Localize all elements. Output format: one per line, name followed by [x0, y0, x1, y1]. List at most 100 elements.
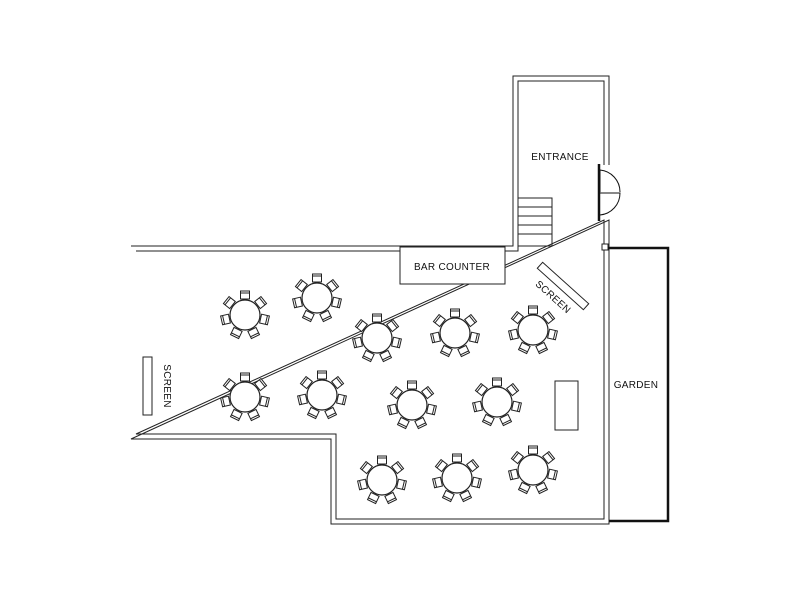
chair	[254, 295, 268, 310]
chair	[306, 406, 320, 420]
chair	[386, 318, 400, 333]
round-table	[352, 313, 402, 363]
chair	[459, 489, 473, 503]
round-table	[387, 380, 437, 430]
round-table	[292, 273, 342, 323]
table-top	[229, 299, 261, 331]
chair	[466, 458, 480, 473]
garden-area: GARDEN	[601, 243, 670, 523]
chair	[379, 349, 393, 363]
chair	[468, 331, 480, 344]
chair	[292, 296, 304, 309]
chair	[508, 468, 520, 481]
chair	[481, 413, 495, 427]
chair	[450, 308, 460, 318]
chair	[258, 313, 270, 326]
chair	[510, 450, 524, 465]
entrance-double-door[interactable]	[597, 164, 621, 221]
tables-group	[220, 273, 558, 505]
chair	[457, 344, 471, 358]
stairs	[517, 197, 553, 247]
chair	[387, 403, 399, 416]
chair	[357, 478, 369, 491]
round-table	[220, 372, 270, 422]
chair	[510, 310, 524, 325]
chair	[441, 489, 455, 503]
chair	[254, 377, 268, 392]
round-table	[357, 455, 407, 505]
table-top	[517, 454, 549, 486]
chair	[517, 341, 531, 355]
table-top	[229, 381, 261, 413]
chair	[294, 278, 308, 293]
chair	[542, 310, 556, 325]
chair	[528, 445, 538, 455]
chair	[247, 326, 261, 340]
garden-label: GARDEN	[614, 380, 659, 391]
round-table	[472, 377, 522, 427]
chair	[506, 382, 520, 397]
chair	[391, 460, 405, 475]
chair	[508, 328, 520, 341]
chair	[240, 290, 250, 300]
chair	[425, 403, 437, 416]
chair	[499, 413, 513, 427]
bar-counter: BAR COUNTER	[399, 246, 506, 285]
chair	[222, 377, 236, 392]
buffet-table	[554, 380, 579, 431]
chair	[229, 408, 243, 422]
chair	[301, 309, 315, 323]
chair	[470, 476, 482, 489]
chair	[390, 336, 402, 349]
round-table	[297, 370, 347, 420]
chair	[510, 400, 522, 413]
chair	[464, 313, 478, 328]
table-top	[517, 314, 549, 346]
chair	[432, 476, 444, 489]
chair	[335, 393, 347, 406]
chair	[359, 460, 373, 475]
chair	[324, 406, 338, 420]
chair	[229, 326, 243, 340]
chair	[384, 491, 398, 505]
chair	[312, 273, 322, 283]
chair	[330, 296, 342, 309]
chair	[492, 377, 502, 387]
chair	[414, 416, 428, 430]
chair	[352, 336, 364, 349]
chair	[528, 305, 538, 315]
chair	[535, 481, 549, 495]
chair	[407, 380, 417, 390]
chair	[317, 370, 327, 380]
round-table	[432, 453, 482, 503]
chair	[258, 395, 270, 408]
table-top	[441, 462, 473, 494]
chair	[240, 372, 250, 382]
chair	[377, 455, 387, 465]
screen-left-label: SCREEN	[161, 364, 172, 407]
table-top	[439, 317, 471, 349]
chair	[247, 408, 261, 422]
chair	[452, 453, 462, 463]
round-table	[430, 308, 480, 358]
round-table	[508, 305, 558, 355]
chair	[472, 400, 484, 413]
chair	[297, 393, 309, 406]
table-top	[481, 386, 513, 418]
main-hall-walls	[130, 75, 610, 525]
table-top	[361, 322, 393, 354]
chair	[421, 385, 435, 400]
chair	[361, 349, 375, 363]
chair	[220, 313, 232, 326]
chair	[389, 385, 403, 400]
chair	[366, 491, 380, 505]
table-top	[366, 464, 398, 496]
chair	[354, 318, 368, 333]
chair	[546, 328, 558, 341]
table-top	[396, 389, 428, 421]
round-table	[220, 290, 270, 340]
round-table	[508, 445, 558, 495]
chair	[395, 478, 407, 491]
chair	[517, 481, 531, 495]
chair	[432, 313, 446, 328]
